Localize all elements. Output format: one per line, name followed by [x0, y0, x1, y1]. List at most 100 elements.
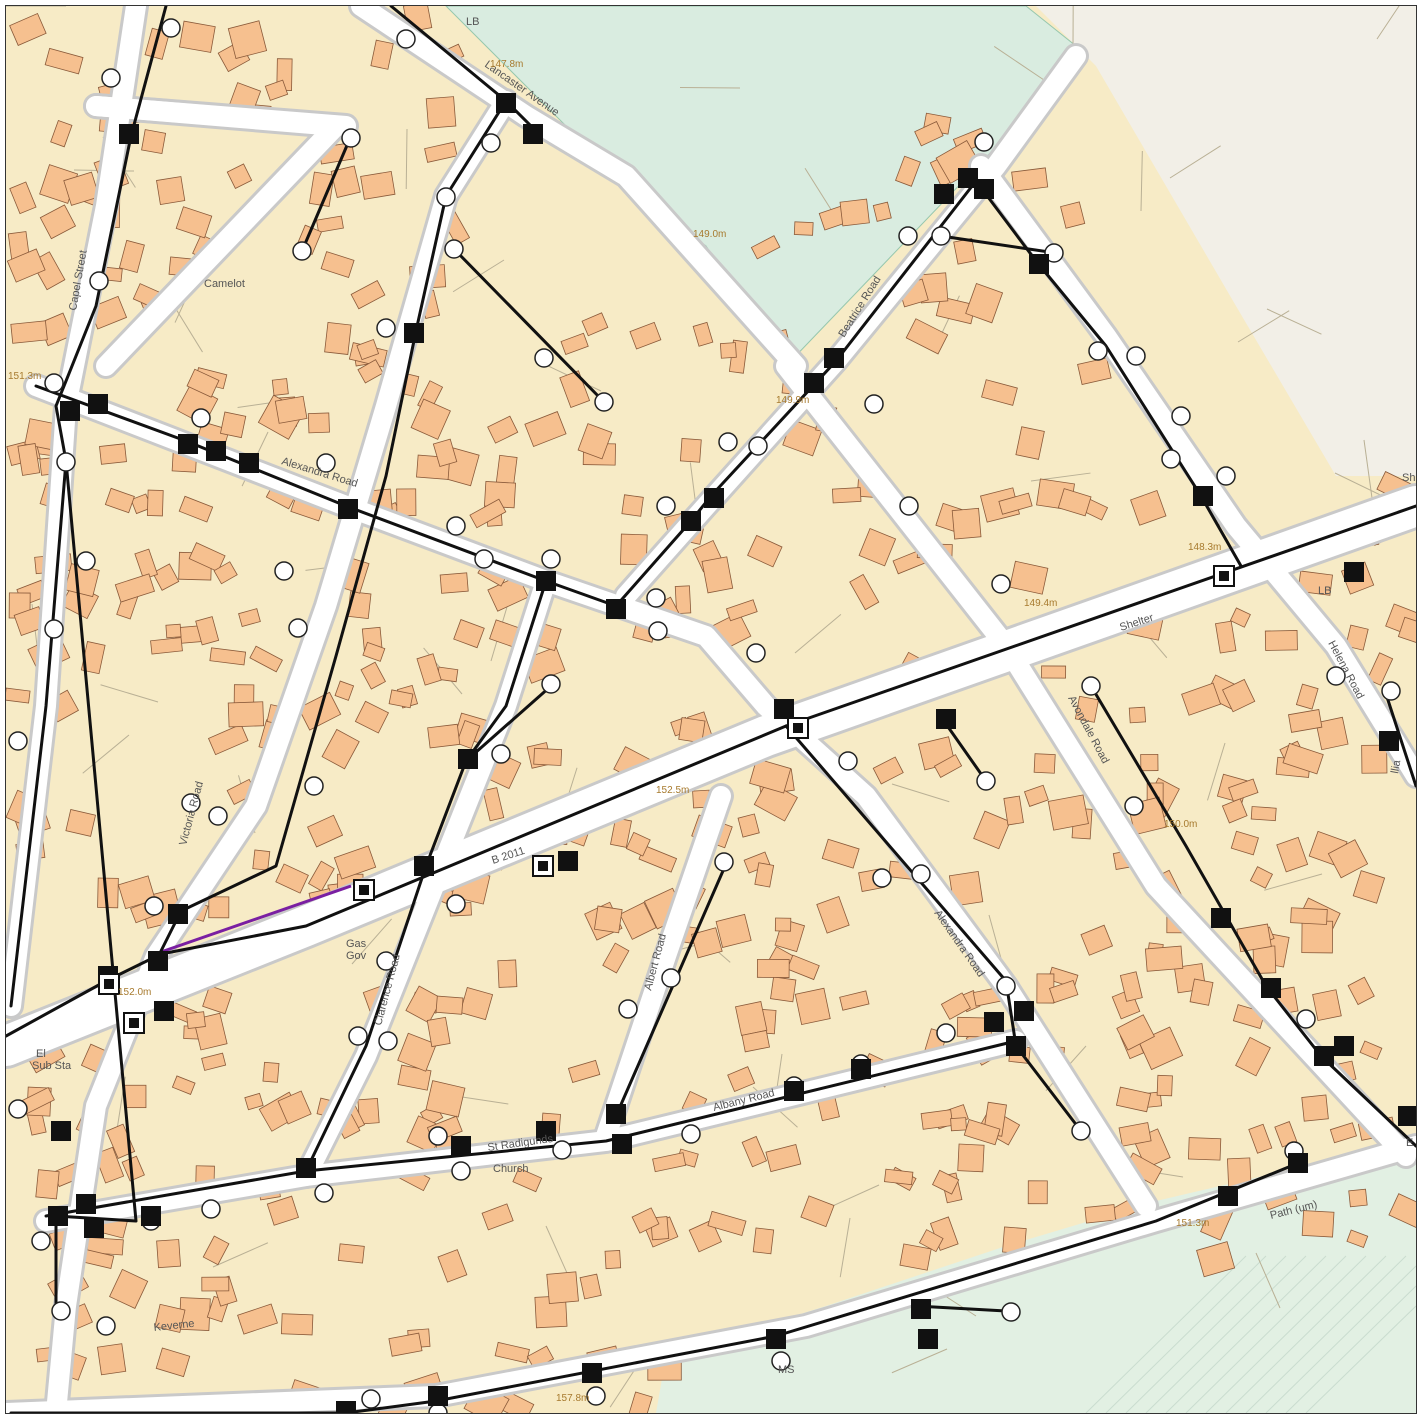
network-line[interactable]: [452, 247, 606, 404]
node-circle[interactable]: [594, 392, 614, 412]
node-square[interactable]: [523, 124, 543, 144]
node-square[interactable]: [336, 1401, 356, 1413]
node-circle[interactable]: [56, 452, 76, 472]
map-frame[interactable]: Lancaster Avenue Capel Street Alexandra …: [5, 5, 1417, 1414]
node-square[interactable]: [296, 1158, 316, 1178]
node-square[interactable]: [536, 571, 556, 591]
node-square[interactable]: [154, 1001, 174, 1021]
node-circle[interactable]: [51, 1301, 71, 1321]
node-square[interactable]: [1379, 731, 1399, 751]
node-circle[interactable]: [746, 643, 766, 663]
node-circle[interactable]: [1126, 346, 1146, 366]
node-square[interactable]: [496, 93, 516, 113]
node-circle[interactable]: [931, 226, 951, 246]
node-circle[interactable]: [991, 574, 1011, 594]
node-circle[interactable]: [974, 132, 994, 152]
node-circle[interactable]: [201, 1199, 221, 1219]
node-square[interactable]: [536, 1121, 556, 1141]
node-circle[interactable]: [44, 373, 64, 393]
node-square[interactable]: [936, 709, 956, 729]
node-circle[interactable]: [161, 18, 181, 38]
node-square[interactable]: [1344, 562, 1364, 582]
node-square[interactable]: [606, 1104, 626, 1124]
node-circle[interactable]: [191, 408, 211, 428]
node-square[interactable]: [1006, 1036, 1026, 1056]
network-line[interactable]: [300, 134, 353, 253]
node-circle[interactable]: [378, 1031, 398, 1051]
node-boxed-core[interactable]: [538, 861, 548, 871]
node-circle[interactable]: [936, 1023, 956, 1043]
node-circle[interactable]: [748, 436, 768, 456]
node-circle[interactable]: [838, 751, 858, 771]
node-circle[interactable]: [1124, 796, 1144, 816]
node-circle[interactable]: [288, 618, 308, 638]
node-circle[interactable]: [474, 549, 494, 569]
node-circle[interactable]: [1001, 1302, 1021, 1322]
node-square[interactable]: [60, 401, 80, 421]
node-square[interactable]: [1218, 1186, 1238, 1206]
node-circle[interactable]: [376, 951, 396, 971]
node-circle[interactable]: [1296, 1009, 1316, 1029]
network-line[interactable]: [784, 724, 1083, 1133]
node-circle[interactable]: [292, 241, 312, 261]
node-circle[interactable]: [996, 976, 1016, 996]
node-circle[interactable]: [586, 1386, 606, 1406]
node-circle[interactable]: [864, 394, 884, 414]
node-circle[interactable]: [451, 1161, 471, 1181]
node-circle[interactable]: [534, 348, 554, 368]
node-square[interactable]: [851, 1059, 871, 1079]
node-circle[interactable]: [144, 896, 164, 916]
node-circle[interactable]: [681, 1124, 701, 1144]
node-square[interactable]: [824, 348, 844, 368]
node-square[interactable]: [119, 124, 139, 144]
node-square[interactable]: [918, 1329, 938, 1349]
node-square[interactable]: [1193, 486, 1213, 506]
node-circle[interactable]: [341, 128, 361, 148]
node-circle[interactable]: [1326, 666, 1346, 686]
node-circle[interactable]: [898, 226, 918, 246]
node-square[interactable]: [168, 904, 188, 924]
node-boxed-core[interactable]: [129, 1018, 139, 1028]
node-square[interactable]: [206, 441, 226, 461]
node-circle[interactable]: [348, 1026, 368, 1046]
node-square[interactable]: [582, 1363, 602, 1383]
node-square[interactable]: [911, 1299, 931, 1319]
network-line[interactable]: [9, 1162, 1298, 1413]
node-square[interactable]: [704, 488, 724, 508]
node-square[interactable]: [1014, 1001, 1034, 1021]
node-circle[interactable]: [101, 68, 121, 88]
node-circle[interactable]: [376, 318, 396, 338]
node-circle[interactable]: [1171, 406, 1191, 426]
node-circle[interactable]: [89, 271, 109, 291]
node-circle[interactable]: [976, 771, 996, 791]
node-circle[interactable]: [208, 806, 228, 826]
node-circle[interactable]: [718, 432, 738, 452]
node-square[interactable]: [784, 1081, 804, 1101]
highlighted-segment[interactable]: [160, 884, 352, 954]
node-circle[interactable]: [316, 453, 336, 473]
node-square[interactable]: [76, 1194, 96, 1214]
node-square[interactable]: [606, 599, 626, 619]
node-square[interactable]: [414, 856, 434, 876]
node-square[interactable]: [681, 511, 701, 531]
node-circle[interactable]: [771, 1351, 791, 1371]
node-square[interactable]: [239, 453, 259, 473]
node-square[interactable]: [1288, 1153, 1308, 1173]
node-boxed-core[interactable]: [359, 885, 369, 895]
node-circle[interactable]: [1071, 1121, 1091, 1141]
node-circle[interactable]: [8, 1099, 28, 1119]
node-circle[interactable]: [31, 1231, 51, 1251]
node-boxed-core[interactable]: [104, 979, 114, 989]
node-circle[interactable]: [646, 588, 666, 608]
node-square[interactable]: [774, 699, 794, 719]
network-line[interactable]: [154, 6, 508, 963]
node-square[interactable]: [612, 1134, 632, 1154]
node-square[interactable]: [766, 1329, 786, 1349]
node-circle[interactable]: [648, 621, 668, 641]
node-circle[interactable]: [872, 868, 892, 888]
node-circle[interactable]: [96, 1316, 116, 1336]
network-line[interactable]: [944, 722, 988, 783]
node-square[interactable]: [451, 1136, 471, 1156]
network-line[interactable]: [614, 862, 728, 1118]
node-circle[interactable]: [304, 776, 324, 796]
